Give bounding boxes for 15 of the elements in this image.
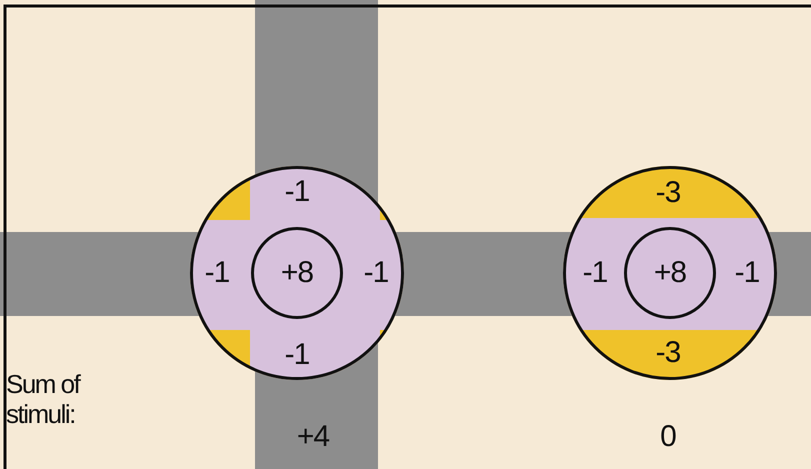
stimulus-value: +8 xyxy=(280,258,314,288)
sum-label: Sum of stimuli: xyxy=(6,370,82,430)
stimulus-value: -1 xyxy=(364,258,388,288)
stimulus-value: -1 xyxy=(284,340,310,370)
stimulus-value: -1 xyxy=(582,258,608,288)
stimulus-value: -1 xyxy=(204,258,230,288)
stimulus-value: -1 xyxy=(284,177,310,207)
stimulus-value: -3 xyxy=(656,178,680,208)
stimulus-value: -3 xyxy=(656,338,680,368)
stimulus-value: +8 xyxy=(654,258,686,288)
sum-value: 0 xyxy=(660,422,676,452)
center-circle xyxy=(624,227,716,319)
center-circle xyxy=(251,227,343,319)
sum-value: +4 xyxy=(296,422,330,452)
stimulus-value: -1 xyxy=(734,258,760,288)
